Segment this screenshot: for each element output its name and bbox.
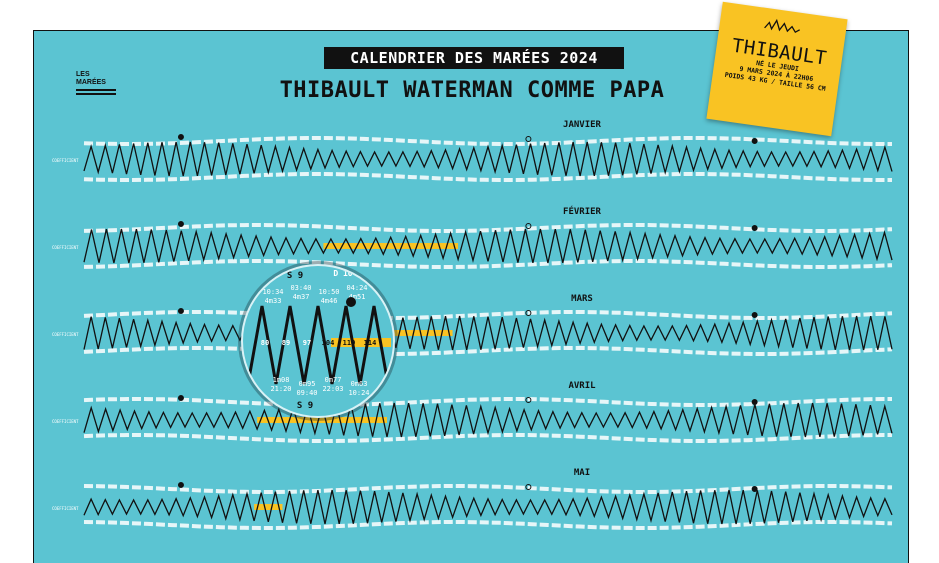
coefficient-label: COEFFICIENT (52, 245, 79, 250)
magnifier-top-height: 4m46 (321, 297, 338, 305)
highlight-strip (257, 417, 387, 423)
magnifier-top-time: 04:24 (346, 284, 367, 292)
moon-phase-dot (525, 484, 532, 490)
month-name: JANVIER (563, 120, 602, 130)
magnifier-zigzag (246, 305, 390, 385)
month-row: COEFFICIENT AVRIL (52, 381, 893, 443)
magnifier-bottom-time: 09:40 (296, 389, 317, 397)
coefficient-label: COEFFICIENT (52, 158, 79, 163)
poster-subtitle: THIBAULT WATERMAN COMME PAPA (279, 78, 665, 103)
magnifier-highlight (331, 338, 391, 347)
coefficient-label: COEFFICIENT (52, 332, 79, 337)
moon-phase-dot (525, 223, 532, 229)
tide-zigzag (83, 489, 893, 525)
month-name: MAI (574, 468, 590, 478)
magnifier-top-time: 03:40 (290, 284, 311, 292)
magnifier-top-time: 10:50 (318, 288, 339, 296)
magnifier-bottom-height: 0m77 (325, 376, 342, 384)
tide-zigzag (83, 315, 893, 351)
moon-phase-dot (525, 136, 532, 142)
moon-phase-dot (177, 395, 184, 401)
logo-line1: LES (76, 71, 90, 78)
moon-phase-dot (751, 138, 758, 144)
coefficient-label: COEFFICIENT (52, 506, 79, 511)
magnifier-coefficient: 104 (322, 339, 335, 347)
month-row: COEFFICIENT JANVIER (52, 120, 893, 182)
coefficient-label: COEFFICIENT (52, 419, 79, 424)
tide-label-band (83, 310, 893, 320)
highlight-strip (323, 243, 459, 249)
month-name: MARS (571, 294, 593, 304)
moon-phase-dot (751, 399, 758, 405)
moon-phase-dot (346, 297, 356, 307)
month-name: AVRIL (568, 381, 596, 391)
magnifier-loupe: S 9 D 10 10:34 03:40 10:50 04:24 4m33 4m37 4m46 4… (241, 264, 395, 418)
moon-phase-dot (177, 308, 184, 314)
tide-zigzag (83, 141, 893, 177)
tide-label-band (83, 259, 893, 269)
moon-phase-dot (751, 225, 758, 231)
magnifier-coefficient: 89 (282, 339, 290, 347)
moon-phase-dot (751, 312, 758, 318)
magnifier-bottom-height: 0m63 (351, 380, 368, 388)
magnifier-bottom-time: 22:03 (322, 385, 343, 393)
magnifier-top-height: 4m33 (265, 297, 282, 305)
magnifier-coefficient: 110 (343, 339, 356, 347)
moon-phase-dot (177, 221, 184, 227)
magnifier-coefficient: 114 (364, 339, 377, 347)
magnifier-coefficient: 97 (303, 339, 311, 347)
magnifier-bottom-height: 1m08 (273, 376, 290, 384)
moon-phase-dot (525, 397, 532, 403)
tide-label-band (83, 223, 893, 233)
tide-label-band (83, 346, 893, 356)
magnifier-top-time: 10:34 (262, 288, 283, 296)
magnifier-bottom-time: 21:20 (270, 385, 291, 393)
tide-label-band (83, 520, 893, 530)
tide-label-band (83, 172, 892, 182)
tide-zigzag (83, 228, 893, 264)
magnifier-bottom-date: S 9 (297, 401, 313, 411)
tide-label-band (83, 397, 892, 407)
moon-phase-dot (177, 134, 184, 140)
tide-zigzag (83, 402, 893, 438)
tide-label-band (83, 433, 892, 443)
month-name: FÉVRIER (563, 205, 602, 217)
moon-phase-dot (177, 482, 184, 488)
wave-logo-icon (764, 18, 800, 34)
magnifier-top-date: S 9 (287, 271, 303, 281)
magnifier-top-height: 4m37 (293, 293, 310, 301)
tide-label-band (83, 136, 892, 146)
tide-label-band (83, 484, 893, 494)
magnifier-bottom-height: 0m95 (299, 380, 316, 388)
birth-sticker: THIBAULT NÉ LE JEUDI 9 MARS 2024 À 22H06… (706, 1, 848, 137)
magnifier-detail: S 9 D 10 10:34 03:40 10:50 04:24 4m33 4m37 4m46 4… (246, 269, 391, 411)
poster-title: CALENDRIER DES MARÉES 2024 (324, 47, 624, 69)
magnifier-coefficient: 80 (261, 339, 269, 347)
magnifier-bottom-time: 10:24 (348, 389, 369, 397)
moon-phase-dot (751, 486, 758, 492)
magnifier-next-date: D 10 (333, 269, 352, 278)
tide-chart: COEFFICIENTJANVIERCOEFFICIENTFÉVRIERCOEF… (52, 120, 893, 530)
logo-line2: MARÉES (76, 79, 106, 86)
highlight-strip (254, 504, 283, 510)
month-row: COEFFICIENT FÉVRIER (52, 205, 893, 269)
moon-phase-dot (525, 310, 532, 316)
month-row: COEFFICIENT MAI (52, 468, 893, 530)
magnifier-top-height: 4m51 (349, 293, 366, 301)
les-marees-logo: LES MARÉES (76, 71, 116, 107)
month-row: COEFFICIENT MARS (52, 294, 893, 356)
